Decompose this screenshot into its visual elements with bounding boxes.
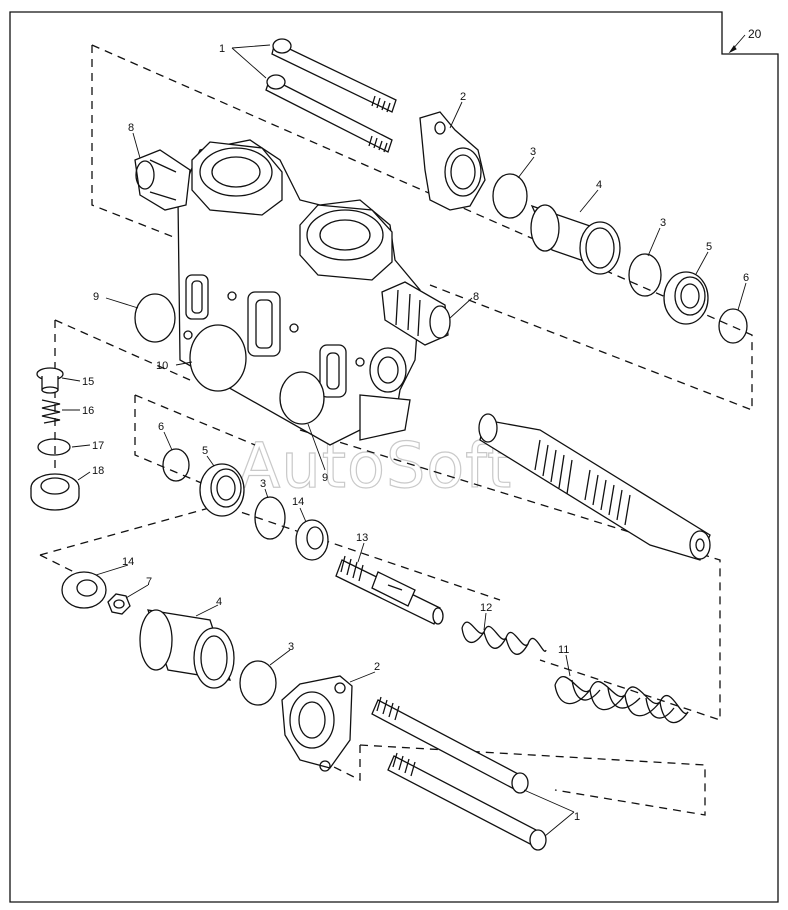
spring-12 [461, 621, 547, 655]
callout-6-lower: 6 [158, 421, 164, 433]
upper-o-ring-a [492, 173, 528, 219]
plug-5-lower [199, 463, 245, 517]
gasket-9-upper [134, 293, 176, 343]
gasket-9-lower [279, 371, 325, 425]
plug-15 [36, 367, 64, 394]
callout-9-lower: 9 [322, 472, 328, 484]
callout-3-lower-a: 3 [260, 478, 266, 490]
callout-16: 16 [82, 405, 94, 417]
upper-plug [663, 271, 709, 325]
callout-14-upper: 14 [292, 496, 304, 508]
figure-frame [9, 11, 779, 903]
gasket-10 [189, 324, 247, 392]
callout-5-lower: 5 [202, 445, 208, 457]
callout-5-upper: 5 [706, 241, 712, 253]
o-ring-3-lower-b [239, 660, 277, 706]
callout-18: 18 [92, 465, 104, 477]
callout-7: 7 [146, 576, 152, 588]
valve-spool [478, 413, 711, 561]
callout-2-lower: 2 [374, 661, 380, 673]
lower-bolts [371, 696, 547, 851]
upper-ring [718, 308, 748, 344]
callout-3-upper-a: 3 [530, 146, 536, 158]
callout-14-lower: 14 [122, 556, 134, 568]
upper-bolts [265, 38, 397, 153]
o-ring-17 [37, 438, 71, 456]
leader-lines [61, 44, 747, 837]
spring-16 [41, 399, 61, 424]
callout-8-right: 8 [473, 291, 479, 303]
upper-end-cap [419, 111, 486, 211]
lower-end-cap [281, 675, 353, 772]
callout-12: 12 [480, 602, 492, 614]
figure-number: 20 [748, 27, 762, 41]
callout-4-upper: 4 [596, 179, 602, 191]
watermark: AutoSoft [238, 429, 512, 502]
washer-14-upper [295, 519, 329, 561]
callout-9-upper: 9 [93, 291, 99, 303]
callout-6-upper: 6 [743, 272, 749, 284]
callout-13: 13 [356, 532, 368, 544]
stem-13 [335, 555, 444, 625]
callout-3-upper-b: 3 [660, 217, 666, 229]
callout-4-lower: 4 [216, 596, 222, 608]
callout-2-upper: 2 [460, 91, 466, 103]
spring-11 [554, 676, 689, 724]
lower-sleeve [139, 609, 235, 689]
nut-7 [107, 593, 131, 615]
washer-14-lower [61, 571, 107, 609]
upper-o-ring-b [628, 253, 662, 297]
callout-11: 11 [558, 644, 569, 656]
callout-1-lower: 1 [574, 811, 580, 823]
upper-sleeve [530, 204, 621, 275]
o-ring-3-lower-a [254, 496, 286, 540]
callout-1-upper: 1 [219, 43, 225, 55]
callout-15: 15 [82, 376, 94, 388]
callout-labels: 1 2 3 4 3 5 6 8 8 9 10 15 16 17 18 6 5 3… [82, 43, 749, 823]
callout-3-lower-b: 3 [288, 641, 294, 653]
callout-8-left: 8 [128, 122, 134, 134]
callout-17: 17 [92, 440, 104, 452]
callout-10: 10 [156, 360, 168, 372]
plug-18 [30, 473, 80, 511]
ring-6-lower [162, 448, 190, 482]
